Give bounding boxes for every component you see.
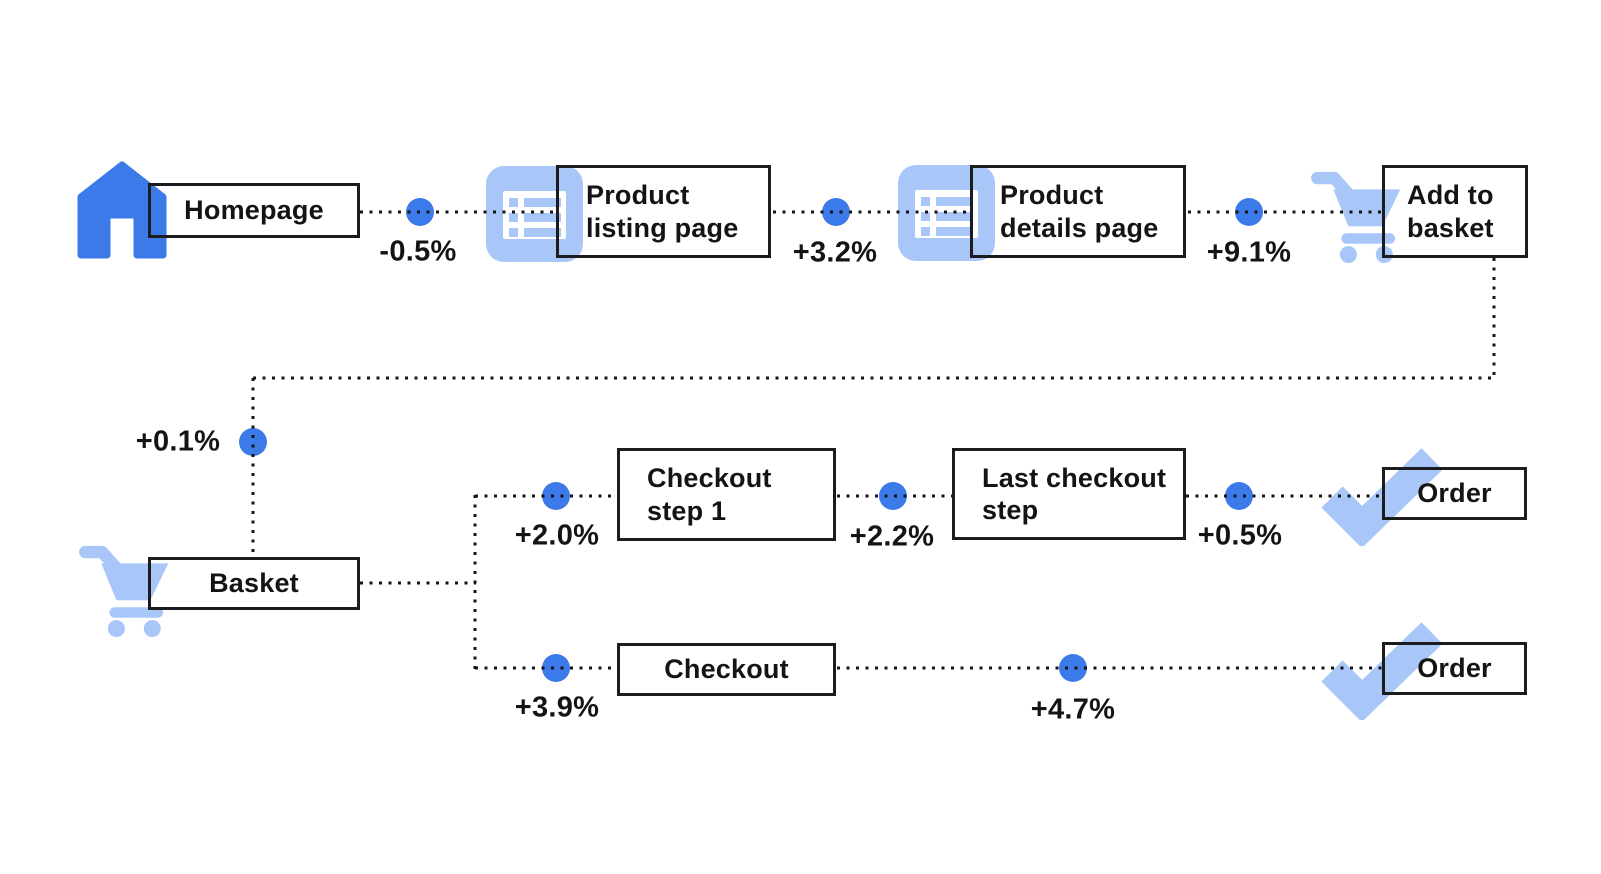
connector-dotted-line [475, 494, 617, 498]
node-label: Checkout step 1 [647, 463, 772, 526]
node-label: Add to basket [1407, 180, 1494, 243]
connector-dotted-line [837, 494, 952, 498]
connector-dotted-line [1188, 210, 1382, 214]
delta-label: +2.2% [849, 520, 935, 553]
node-basket: Basket [148, 557, 360, 610]
node-label: Order [1417, 653, 1492, 684]
connector-dotted-line [1492, 258, 1496, 379]
node-product-details-page: Product details page [970, 165, 1186, 258]
cart-icon [1311, 171, 1401, 264]
node-label: Checkout [664, 654, 789, 685]
delta-label: +2.0% [514, 519, 600, 552]
node-label: Order [1417, 478, 1492, 509]
node-label: Homepage [184, 195, 324, 226]
connector-dotted-line [1186, 494, 1382, 498]
node-label: Last checkout step [982, 462, 1167, 525]
connector-dotted-line [253, 376, 1494, 380]
node-homepage: Homepage [148, 183, 360, 238]
node-label: Product listing page [586, 180, 739, 243]
connector-dotted-line [251, 378, 255, 557]
delta-label: +0.1% [135, 425, 221, 458]
connector-dotted-line [837, 666, 1382, 670]
node-add-to-basket: Add to basket [1382, 165, 1528, 258]
node-order-top: Order [1382, 467, 1527, 520]
connector-dotted-line [360, 581, 476, 585]
node-order-bottom: Order [1382, 642, 1527, 695]
check-icon [1321, 622, 1442, 720]
node-label: Basket [209, 568, 299, 599]
home-icon [77, 161, 167, 259]
connector-dotted-line [360, 210, 556, 214]
node-product-listing-page: Product listing page [556, 165, 771, 258]
delta-label: -0.5% [379, 235, 457, 268]
node-last-checkout-step: Last checkout step [952, 448, 1186, 540]
connector-dotted-line [773, 210, 970, 214]
connector-dotted-line [475, 666, 617, 670]
node-checkout: Checkout [617, 643, 836, 696]
connector-dotted-line [473, 495, 477, 669]
delta-label: +4.7% [1030, 693, 1116, 726]
cart-icon [79, 545, 169, 638]
delta-label: +3.2% [792, 236, 878, 269]
check-icon [1321, 448, 1442, 546]
delta-label: +9.1% [1206, 236, 1292, 269]
delta-label: +3.9% [514, 691, 600, 724]
node-label: Product details page [1000, 180, 1159, 243]
node-checkout-step-1: Checkout step 1 [617, 448, 836, 541]
delta-label: +0.5% [1197, 519, 1283, 552]
